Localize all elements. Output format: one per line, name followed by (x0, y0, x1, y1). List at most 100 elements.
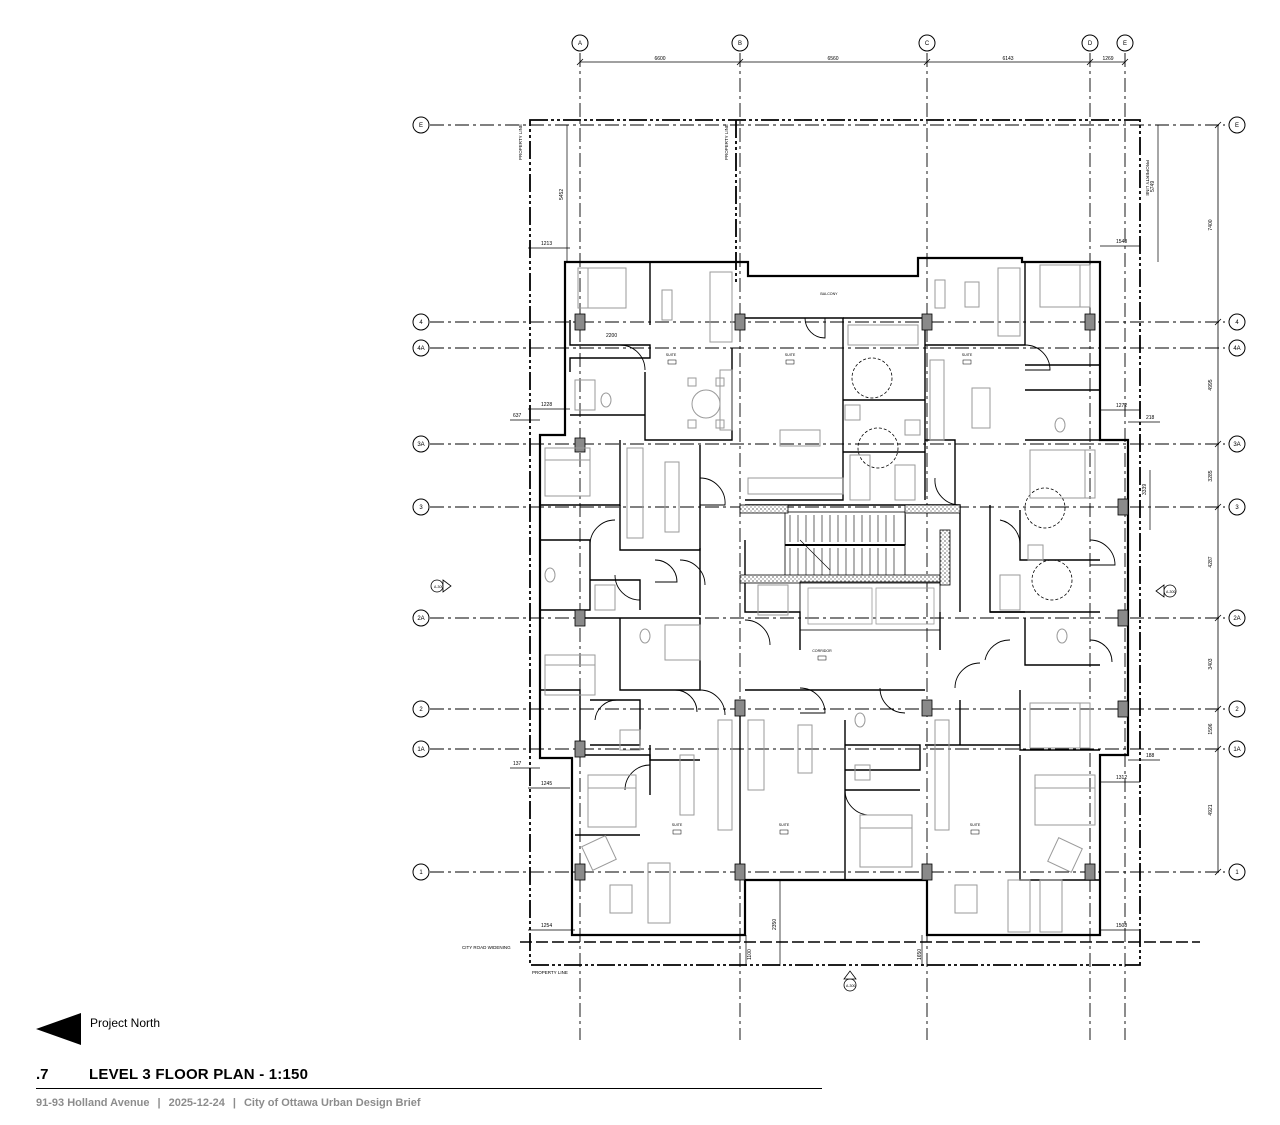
svg-text:637: 637 (513, 413, 522, 419)
svg-text:4: 4 (419, 320, 423, 326)
svg-text:5749: 5749 (1150, 181, 1156, 192)
grid-lines (430, 53, 1225, 1040)
north-label: Project North (90, 1016, 161, 1030)
svg-text:PROPERTY LINE: PROPERTY LINE (518, 124, 523, 160)
svg-text:PROPERTY LINE: PROPERTY LINE (1145, 160, 1150, 196)
grid-bubble-e (1116, 34, 1134, 52)
svg-text:2A: 2A (417, 616, 424, 622)
svg-text:1254: 1254 (541, 923, 552, 929)
city-road-widening-line: CITY ROAD WIDENING (462, 941, 1200, 950)
svg-text:1548: 1548 (1116, 239, 1127, 245)
sheet-number: .7 (36, 1066, 49, 1083)
svg-text:6560: 6560 (827, 56, 838, 62)
svg-text:1100: 1100 (747, 949, 753, 960)
svg-text:4A: 4A (1233, 346, 1240, 352)
section-markers: A-300 A-300 A-300 (430, 579, 1177, 992)
svg-text:1272: 1272 (1116, 403, 1127, 409)
svg-text:CORRIDOR: CORRIDOR (812, 649, 832, 653)
svg-text:1269: 1269 (1102, 56, 1113, 62)
structural-columns (574, 313, 1129, 881)
grid-bubble-c (918, 34, 936, 52)
svg-text:1213: 1213 (541, 241, 552, 247)
svg-text:6600: 6600 (654, 56, 665, 62)
svg-text:PROPERTY LINE: PROPERTY LINE (724, 124, 729, 160)
stair-core (784, 511, 906, 579)
north-arrow-icon (36, 1013, 81, 1045)
svg-text:3: 3 (1235, 505, 1239, 511)
svg-text:A-300: A-300 (434, 585, 443, 589)
svg-text:SUITE: SUITE (779, 823, 790, 827)
svg-text:7400: 7400 (1208, 219, 1214, 230)
svg-text:137: 137 (513, 761, 522, 767)
row-grid-bubbles-right: E 4 4A 3A 3 2A 2 1A 1 (1228, 116, 1246, 881)
svg-text:188: 188 (1146, 753, 1155, 759)
top-dimension-string: 6600 6560 6143 1269 (576, 56, 1129, 66)
svg-text:1508: 1508 (1116, 923, 1127, 929)
svg-text:A-300: A-300 (1166, 590, 1175, 594)
svg-text:2200: 2200 (606, 333, 617, 339)
svg-text:3285: 3285 (1208, 470, 1214, 481)
svg-text:SUITE: SUITE (666, 353, 677, 357)
svg-text:2: 2 (1235, 707, 1239, 713)
svg-text:BALCONY: BALCONY (820, 292, 838, 296)
svg-text:4921: 4921 (1208, 804, 1214, 815)
svg-text:1228: 1228 (541, 402, 552, 408)
svg-text:SUITE: SUITE (970, 823, 981, 827)
svg-text:2A: 2A (1233, 616, 1240, 622)
svg-text:3: 3 (419, 505, 423, 511)
svg-text:4A: 4A (417, 346, 424, 352)
exterior-walls (538, 256, 1130, 937)
svg-text:E: E (1123, 41, 1127, 47)
north-arrow-legend: Project North (36, 1010, 176, 1046)
svg-text:SUITE: SUITE (672, 823, 683, 827)
footer: 91-93 Holland Avenue|2025-12-24|City of … (36, 1097, 421, 1109)
svg-text:1A: 1A (1233, 747, 1240, 753)
svg-text:3403: 3403 (1208, 658, 1214, 669)
property-line-labels: PROPERTY LINE PROPERTY LINE PROPERTY LIN… (518, 124, 1150, 975)
svg-text:A: A (578, 41, 582, 47)
svg-text:1A: 1A (417, 747, 424, 753)
svg-text:E: E (419, 123, 423, 129)
property-line (529, 119, 1141, 966)
room-labels: BALCONY CORRIDOR SUITE SUITE SUITE SUITE… (666, 292, 981, 827)
room-tags (667, 359, 980, 835)
svg-text:1245: 1245 (541, 781, 552, 787)
svg-text:SUITE: SUITE (785, 353, 796, 357)
svg-text:3A: 3A (417, 442, 424, 448)
svg-text:218: 218 (1146, 415, 1155, 421)
footer-document: City of Ottawa Urban Design Brief (243, 1097, 421, 1109)
column-grid-bubbles: A B C D E (571, 34, 1134, 52)
row-grid-bubbles-left: E 4 4A 3A 3 2A 2 1A 1 (412, 116, 430, 881)
svg-text:1650: 1650 (917, 949, 923, 960)
concrete-walls (739, 504, 961, 631)
svg-text:A-300: A-300 (846, 984, 855, 988)
svg-text:CITY ROAD WIDENING: CITY ROAD WIDENING (462, 945, 511, 950)
grid-bubble-b (731, 34, 749, 52)
furniture-fixtures (544, 264, 1096, 933)
grid-bubble-d (1081, 34, 1099, 52)
svg-text:PROPERTY LINE: PROPERTY LINE (532, 970, 568, 975)
svg-text:D: D (1088, 41, 1093, 47)
svg-text:3A: 3A (1233, 442, 1240, 448)
svg-text:SUITE: SUITE (962, 353, 973, 357)
svg-text:5452: 5452 (559, 189, 565, 200)
svg-text:1: 1 (419, 870, 423, 876)
svg-text:C: C (925, 41, 930, 47)
svg-text:4995: 4995 (1208, 379, 1214, 390)
svg-text:6143: 6143 (1002, 56, 1013, 62)
footer-separator: | (232, 1097, 236, 1109)
svg-text:2350: 2350 (772, 919, 778, 930)
drawing-title: LEVEL 3 FLOOR PLAN - 1:150 (89, 1066, 309, 1083)
svg-text:1596: 1596 (1208, 723, 1214, 734)
grid-bubble-a (571, 34, 589, 52)
setback-dimensions: 5452 5749 1213 1228 637 137 1245 1254 15… (510, 125, 1160, 966)
footer-address: 91-93 Holland Avenue (36, 1097, 150, 1109)
svg-text:4: 4 (1235, 320, 1239, 326)
title-divider (36, 1088, 822, 1089)
svg-text:B: B (738, 41, 742, 47)
turning-circles (851, 357, 1073, 601)
svg-text:3339: 3339 (1142, 484, 1148, 495)
right-dimension-string: 7400 4995 3285 4287 3403 1596 4921 (1208, 121, 1222, 876)
svg-text:2: 2 (419, 707, 423, 713)
